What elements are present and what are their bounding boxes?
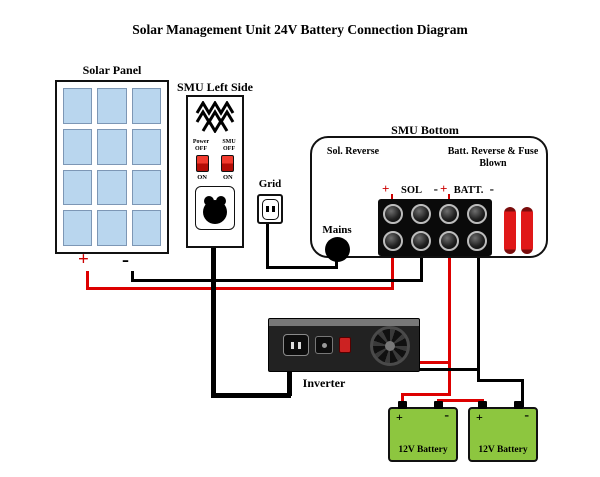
solar-cell bbox=[63, 169, 93, 206]
smu-on-label: ON bbox=[223, 173, 233, 181]
battery-positive-post bbox=[398, 401, 407, 409]
batt-reverse-indicator-label: Batt. Reverse & Fuse Blown bbox=[447, 146, 539, 169]
battery-plus-sign: + bbox=[476, 410, 483, 424]
battery-2: + - 12V Battery bbox=[468, 401, 538, 462]
battery-positive-post bbox=[478, 401, 487, 409]
terminal-screw bbox=[467, 203, 487, 224]
fuse-holders bbox=[504, 207, 534, 254]
terminal-screw bbox=[411, 203, 431, 224]
solar-panel bbox=[55, 80, 169, 254]
wire-batt-negative bbox=[477, 255, 480, 382]
sol-minus: - bbox=[433, 181, 438, 196]
smu-left-side: Power OFF SMU OFF ON ON bbox=[186, 95, 244, 248]
batt-name: BATT. bbox=[453, 185, 484, 196]
wire-batt-negative bbox=[477, 379, 524, 382]
sol-name: SOL bbox=[401, 185, 423, 196]
inverter bbox=[268, 318, 420, 372]
sol-reverse-indicator-label: Sol. Reverse bbox=[326, 146, 380, 157]
wire-smu-to-inverter bbox=[211, 228, 216, 398]
terminal-screw bbox=[439, 203, 459, 224]
terminal-screw bbox=[467, 231, 487, 252]
fuse-icon bbox=[504, 207, 516, 254]
solar-cell bbox=[63, 210, 93, 246]
power-switch-label: Power OFF bbox=[192, 139, 210, 152]
wire-batt-negative bbox=[521, 379, 524, 409]
solar-positive-terminal: + bbox=[78, 249, 89, 270]
sol-terminal-label: + SOL - bbox=[382, 181, 438, 197]
smu-bottom-label: SMU Bottom bbox=[391, 123, 459, 137]
fuse-icon bbox=[521, 207, 533, 254]
solar-cell bbox=[131, 210, 161, 246]
power-rocker-switch[interactable] bbox=[196, 154, 209, 172]
terminal-screw bbox=[439, 231, 459, 252]
wire-solar-positive bbox=[391, 255, 394, 290]
plug-icon bbox=[203, 195, 227, 224]
batt-minus: - bbox=[489, 181, 494, 196]
mains-connector bbox=[325, 237, 350, 262]
inverter-label: Inverter bbox=[302, 376, 346, 390]
solar-cell bbox=[97, 210, 127, 246]
terminal-screw bbox=[383, 231, 403, 252]
wire-inverter-dc-positive bbox=[418, 361, 450, 364]
diagram-title: Solar Management Unit 24V Battery Connec… bbox=[132, 22, 468, 37]
wire-batt-positive bbox=[401, 393, 451, 396]
solar-cell bbox=[63, 88, 93, 124]
solar-negative-terminal: - bbox=[122, 247, 129, 271]
battery-label: 12V Battery bbox=[398, 445, 448, 455]
solar-cell bbox=[97, 169, 127, 206]
mains-label: Mains bbox=[322, 224, 352, 236]
solar-cell bbox=[131, 128, 161, 165]
wire-grid-to-mains bbox=[335, 259, 338, 269]
solar-cell bbox=[97, 128, 127, 165]
wire-smu-to-inverter bbox=[287, 370, 292, 396]
outlet-icon bbox=[261, 198, 279, 220]
terminal-block bbox=[378, 199, 492, 256]
inverter-outlet-icon bbox=[283, 334, 309, 356]
grid-label: Grid bbox=[258, 178, 282, 190]
smu-left-label: SMU Left Side bbox=[177, 80, 253, 94]
wire-solar-negative bbox=[420, 255, 423, 282]
battery-plus-sign: + bbox=[396, 410, 403, 424]
batt-plus: + bbox=[440, 181, 448, 196]
wire-solar-negative bbox=[131, 279, 423, 282]
wire-grid-to-mains bbox=[266, 222, 269, 269]
power-on-label: ON bbox=[197, 173, 207, 181]
sol-plus: + bbox=[382, 181, 390, 196]
solar-cell bbox=[131, 88, 161, 124]
smu-logo-icon bbox=[195, 101, 235, 133]
battery-negative-post bbox=[514, 401, 523, 409]
wire-solar-negative bbox=[131, 271, 134, 282]
batt-terminal-label: + BATT. - bbox=[440, 181, 494, 197]
battery-label: 12V Battery bbox=[478, 445, 528, 455]
grid-outlet bbox=[257, 194, 283, 224]
battery-1: + - 12V Battery bbox=[388, 401, 458, 462]
wire-solar-positive bbox=[86, 287, 394, 290]
wire-grid-to-mains bbox=[266, 266, 338, 269]
ac-socket bbox=[195, 185, 235, 230]
battery-minus-sign: - bbox=[524, 408, 529, 423]
inverter-outlet2-icon bbox=[315, 336, 333, 354]
smu-switch-label: SMU OFF bbox=[222, 139, 236, 152]
terminal-screw bbox=[383, 203, 403, 224]
wire-inverter-dc-negative bbox=[418, 368, 479, 371]
battery-negative-post bbox=[434, 401, 443, 409]
batt-plus-marker bbox=[448, 194, 450, 199]
smu-rocker-switch[interactable] bbox=[221, 154, 234, 172]
solar-cell bbox=[97, 88, 127, 124]
fan-icon bbox=[370, 326, 410, 366]
wire-smu-to-inverter bbox=[211, 393, 291, 398]
inverter-power-switch[interactable] bbox=[339, 337, 351, 353]
wire-solar-positive bbox=[86, 271, 89, 290]
solar-cell bbox=[63, 128, 93, 165]
solar-cell bbox=[131, 169, 161, 206]
wire-battery-series-link bbox=[437, 399, 484, 402]
sol-plus-marker bbox=[391, 194, 393, 199]
terminal-screw bbox=[411, 231, 431, 252]
solar-panel-label: Solar Panel bbox=[82, 63, 142, 77]
battery-minus-sign: - bbox=[444, 408, 449, 423]
wire-batt-positive bbox=[448, 255, 451, 396]
